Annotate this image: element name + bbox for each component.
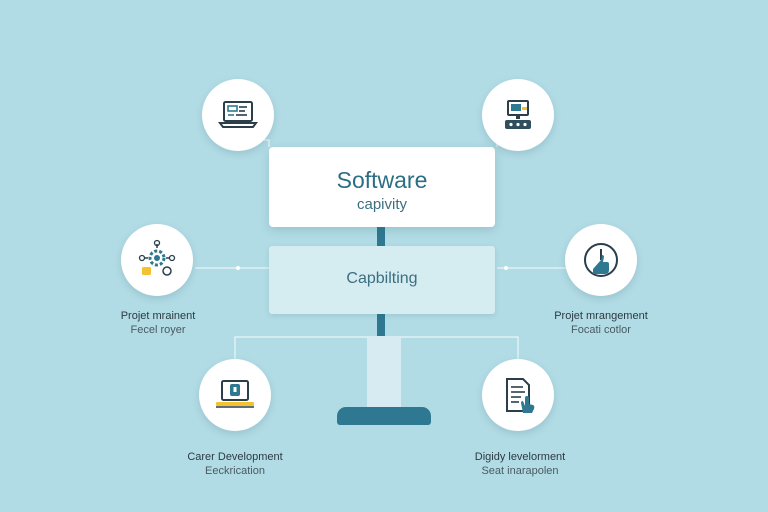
desktop-workstation-icon	[505, 100, 531, 129]
top-left-node	[202, 79, 274, 151]
capability-label: Capbilting	[346, 270, 418, 287]
left-middle-node	[121, 224, 193, 296]
bottom-left-subtitle: Eeckrication	[205, 465, 265, 477]
pillar	[367, 336, 401, 416]
software-subtitle: capivity	[356, 196, 408, 213]
bottom-right-node	[482, 359, 554, 431]
right-middle-label: Projet mrangement Focati cotlor	[536, 309, 666, 337]
connector-bottom-left	[234, 336, 367, 360]
software-title: Software	[336, 167, 428, 193]
document-hand-icon	[506, 378, 535, 413]
software-box: Software capivity	[269, 147, 495, 227]
bottom-right-title: Digidy levelorment	[474, 451, 566, 463]
bottom-right-label: Digidy levelorment Seat inarapolen	[455, 450, 585, 478]
capability-box: Capbilting	[269, 246, 495, 314]
left-middle-title: Projet mrainent	[120, 310, 196, 322]
laptop-lock-icon	[216, 380, 254, 408]
stem-lower	[377, 314, 385, 336]
top-right-node	[482, 79, 554, 151]
stem-upper	[377, 227, 385, 246]
gear-network-icon	[138, 239, 176, 276]
bottom-left-title: Carer Development	[187, 451, 283, 463]
bottom-right-subtitle: Seat inarapolen	[481, 465, 559, 477]
bottom-left-label: Carer Development Eeckrication	[170, 450, 300, 478]
right-middle-title: Projet mrangement	[554, 310, 648, 322]
right-middle-subtitle: Focati cotlor	[571, 324, 631, 336]
bottom-left-node	[199, 359, 271, 431]
laptop-code-icon	[218, 101, 258, 128]
pillar-base	[337, 407, 431, 425]
clock-thumbs-up-icon	[584, 243, 618, 277]
left-middle-label: Projet mrainent Fecel royer	[96, 309, 220, 337]
connector-bottom-right	[401, 336, 519, 360]
right-middle-node	[565, 224, 637, 296]
left-middle-subtitle: Fecel royer	[130, 324, 186, 336]
